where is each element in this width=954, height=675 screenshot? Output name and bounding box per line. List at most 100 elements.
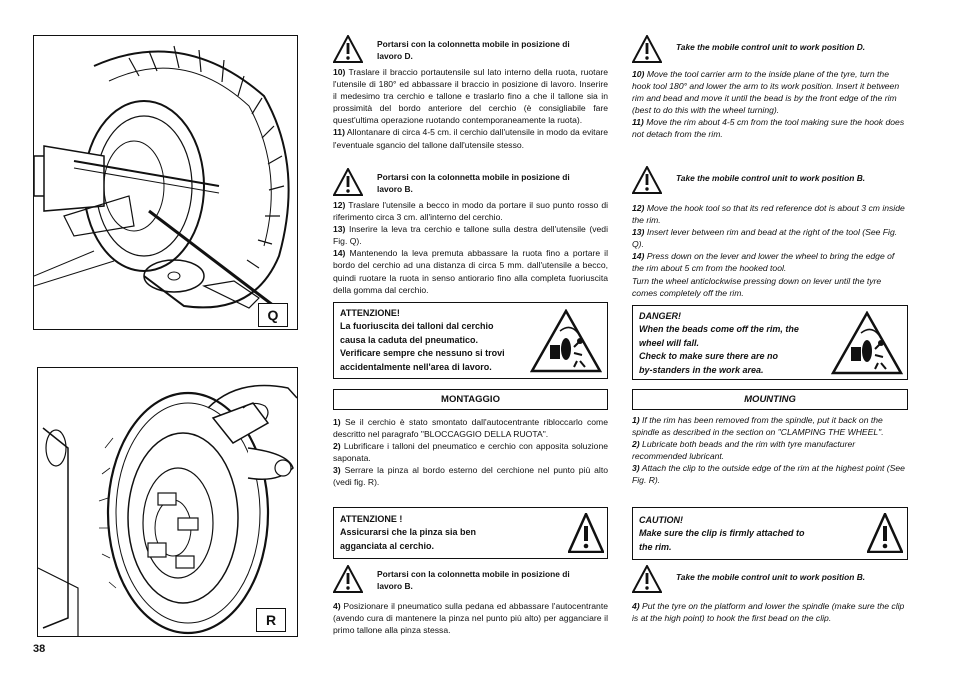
attention-line: causa la caduta del pneumatico.: [340, 334, 479, 345]
note-text: Take the mobile control unit to work pos…: [676, 173, 866, 183]
warning-triangle-icon: [867, 513, 903, 553]
note-text: Take the mobile control unit to work pos…: [676, 42, 866, 52]
step-text: Allontanare di circa 4-5 cm. il cerchio …: [333, 127, 608, 150]
warning-note-position-d: Portarsi con la colonnetta mobile in pos…: [333, 35, 608, 63]
english-mounting-step-4: 4) Put the tyre on the platform and lowe…: [632, 600, 908, 624]
italian-mounting-step-4: 4) Posizionare il pneumatico sulla pedan…: [333, 600, 608, 636]
step-text: Posizionare il pneumatico sulla pedana e…: [333, 601, 609, 636]
caution-line: the rim.: [639, 541, 672, 552]
step-text: Turn the wheel anticlockwise pressing do…: [632, 275, 882, 298]
warning-note-position-b-mounting: Take the mobile control unit to work pos…: [632, 565, 908, 593]
step-number: 12): [333, 200, 346, 210]
step-number: 10): [632, 69, 645, 79]
step-text: Move the rim about 4-5 cm from the tool …: [632, 117, 905, 140]
danger-text: DANGER! When the beads come off the rim,…: [639, 310, 799, 377]
danger-line: Check to make sure there are no: [639, 351, 779, 362]
danger-line: When the beads come off the rim, the: [639, 324, 799, 335]
warning-triangle-icon: [333, 168, 363, 196]
step-text: Serrare la pinza al bordo esterno del ce…: [333, 465, 609, 488]
italian-steps-12-14: 12) Traslare l'utensile a becco in modo …: [333, 199, 608, 296]
caution-box-clip: CAUTION! Make sure the clip is firmly at…: [632, 507, 908, 560]
step-number: 13): [333, 224, 346, 235]
step-text: Se il cerchio è stato smontato dall'auto…: [333, 417, 608, 440]
danger-box-falling-tyre: DANGER! When the beads come off the rim,…: [632, 305, 908, 380]
step-number: 1): [632, 415, 640, 425]
caution-text: CAUTION! Make sure the clip is firmly at…: [639, 514, 805, 554]
warning-triangle-icon: [333, 565, 363, 593]
note-text: Portarsi con la colonnetta mobile in pos…: [377, 569, 570, 591]
warning-note-position-b: Take the mobile control unit to work pos…: [632, 166, 908, 194]
step-number: 10): [333, 67, 346, 77]
step-text: Inserire la leva tra cerchio e tallone s…: [333, 224, 608, 247]
caution-title: CAUTION!: [639, 515, 683, 525]
attention-text: ATTENZIONE! La fuoriuscita dei talloni d…: [340, 307, 505, 374]
english-steps-10-11: 10) Move the tool carrier arm to the ins…: [632, 68, 908, 141]
step-text: Insert lever between rim and bead at the…: [632, 227, 898, 250]
figure-r: R: [37, 367, 298, 637]
english-steps-12-14: 12) Move the hook tool so that its red r…: [632, 202, 908, 299]
step-text: Move the tool carrier arm to the inside …: [632, 69, 900, 116]
attention-line: Assicurarsi che la pinza sia ben: [340, 527, 477, 538]
attention-line: Verificare sempre che nessuno si trovi: [340, 348, 505, 359]
section-heading-mounting: MOUNTING: [632, 389, 908, 410]
note-text: Portarsi con la colonnetta mobile in pos…: [377, 172, 570, 194]
falling-wheel-hazard-icon: [530, 309, 602, 373]
step-text: Attach the clip to the outside edge of t…: [632, 463, 905, 486]
step-text: Lubrificare i talloni del pneumatico e c…: [333, 441, 608, 464]
attention-box-clip: ATTENZIONE ! Assicurarsi che la pinza si…: [333, 507, 608, 559]
section-heading-montaggio: MONTAGGIO: [333, 389, 608, 410]
warning-note-position-b-mounting: Portarsi con la colonnetta mobile in pos…: [333, 565, 608, 593]
falling-wheel-hazard-icon: [831, 311, 903, 375]
step-text: Traslare l'utensile a becco in modo da p…: [333, 200, 609, 223]
step-text: Traslare il braccio portautensile sul la…: [333, 67, 608, 126]
step-text: If the rim has been removed from the spi…: [632, 415, 884, 438]
figure-q: Q: [33, 35, 298, 330]
danger-title: DANGER!: [639, 311, 681, 321]
step-number: 1): [333, 417, 341, 427]
italian-mounting-steps-1-3: 1) Se il cerchio è stato smontato dall'a…: [333, 416, 608, 489]
warning-triangle-icon: [632, 166, 662, 194]
step-number: 14): [333, 248, 346, 259]
step-number: 11): [333, 127, 345, 138]
step-number: 12): [632, 203, 645, 213]
warning-note-position-b: Portarsi con la colonnetta mobile in pos…: [333, 168, 608, 196]
danger-line: by-standers in the work area.: [639, 364, 764, 375]
step-text: Move the hook tool so that its red refer…: [632, 203, 905, 226]
attention-title: ATTENZIONE!: [340, 308, 400, 318]
step-number: 11): [632, 117, 644, 128]
step-text: Press down on the lever and lower the wh…: [632, 251, 895, 274]
attention-line: accidentalmente nell'area di lavoro.: [340, 361, 492, 372]
attention-text: ATTENZIONE ! Assicurarsi che la pinza si…: [340, 513, 476, 553]
step-text: Lubricate both beads and the rim with ty…: [632, 439, 856, 462]
note-text: Take the mobile control unit to work pos…: [676, 572, 866, 582]
step-number: 14): [632, 251, 645, 262]
warning-triangle-icon: [632, 565, 662, 593]
step-number: 4): [632, 601, 640, 611]
figure-r-label: R: [256, 608, 286, 632]
attention-title: ATTENZIONE !: [340, 514, 403, 524]
note-text: Portarsi con la colonnetta mobile in pos…: [377, 39, 570, 61]
step-number: 13): [632, 227, 645, 238]
danger-line: wheel will fall.: [639, 337, 700, 348]
figure-q-label: Q: [258, 303, 288, 327]
step-number: 2): [333, 441, 341, 452]
english-mounting-steps-1-3: 1) If the rim has been removed from the …: [632, 414, 908, 487]
tyre-demounting-illustration: [34, 45, 290, 309]
step-text: Mantenendo la leva premuta abbassare la …: [333, 248, 609, 295]
attention-line: La fuoriuscita dei talloni dal cerchio: [340, 321, 494, 332]
step-number: 4): [333, 601, 341, 611]
attention-box-falling-tyre: ATTENZIONE! La fuoriuscita dei talloni d…: [333, 302, 608, 379]
clip-mounting-illustration: [38, 384, 297, 636]
warning-note-position-d: Take the mobile control unit to work pos…: [632, 35, 908, 63]
step-number: 3): [632, 463, 640, 474]
step-text: Put the tyre on the platform and lower t…: [632, 601, 905, 624]
italian-steps-10-11: 10) Traslare il braccio portautensile su…: [333, 66, 608, 151]
warning-triangle-icon: [632, 35, 662, 63]
attention-line: agganciata al cerchio.: [340, 540, 435, 551]
step-number: 3): [333, 465, 341, 476]
page-number: 38: [33, 643, 46, 655]
caution-line: Make sure the clip is firmly attached to: [639, 528, 805, 539]
warning-triangle-icon: [568, 513, 604, 553]
step-number: 2): [632, 439, 640, 450]
warning-triangle-icon: [333, 35, 363, 63]
